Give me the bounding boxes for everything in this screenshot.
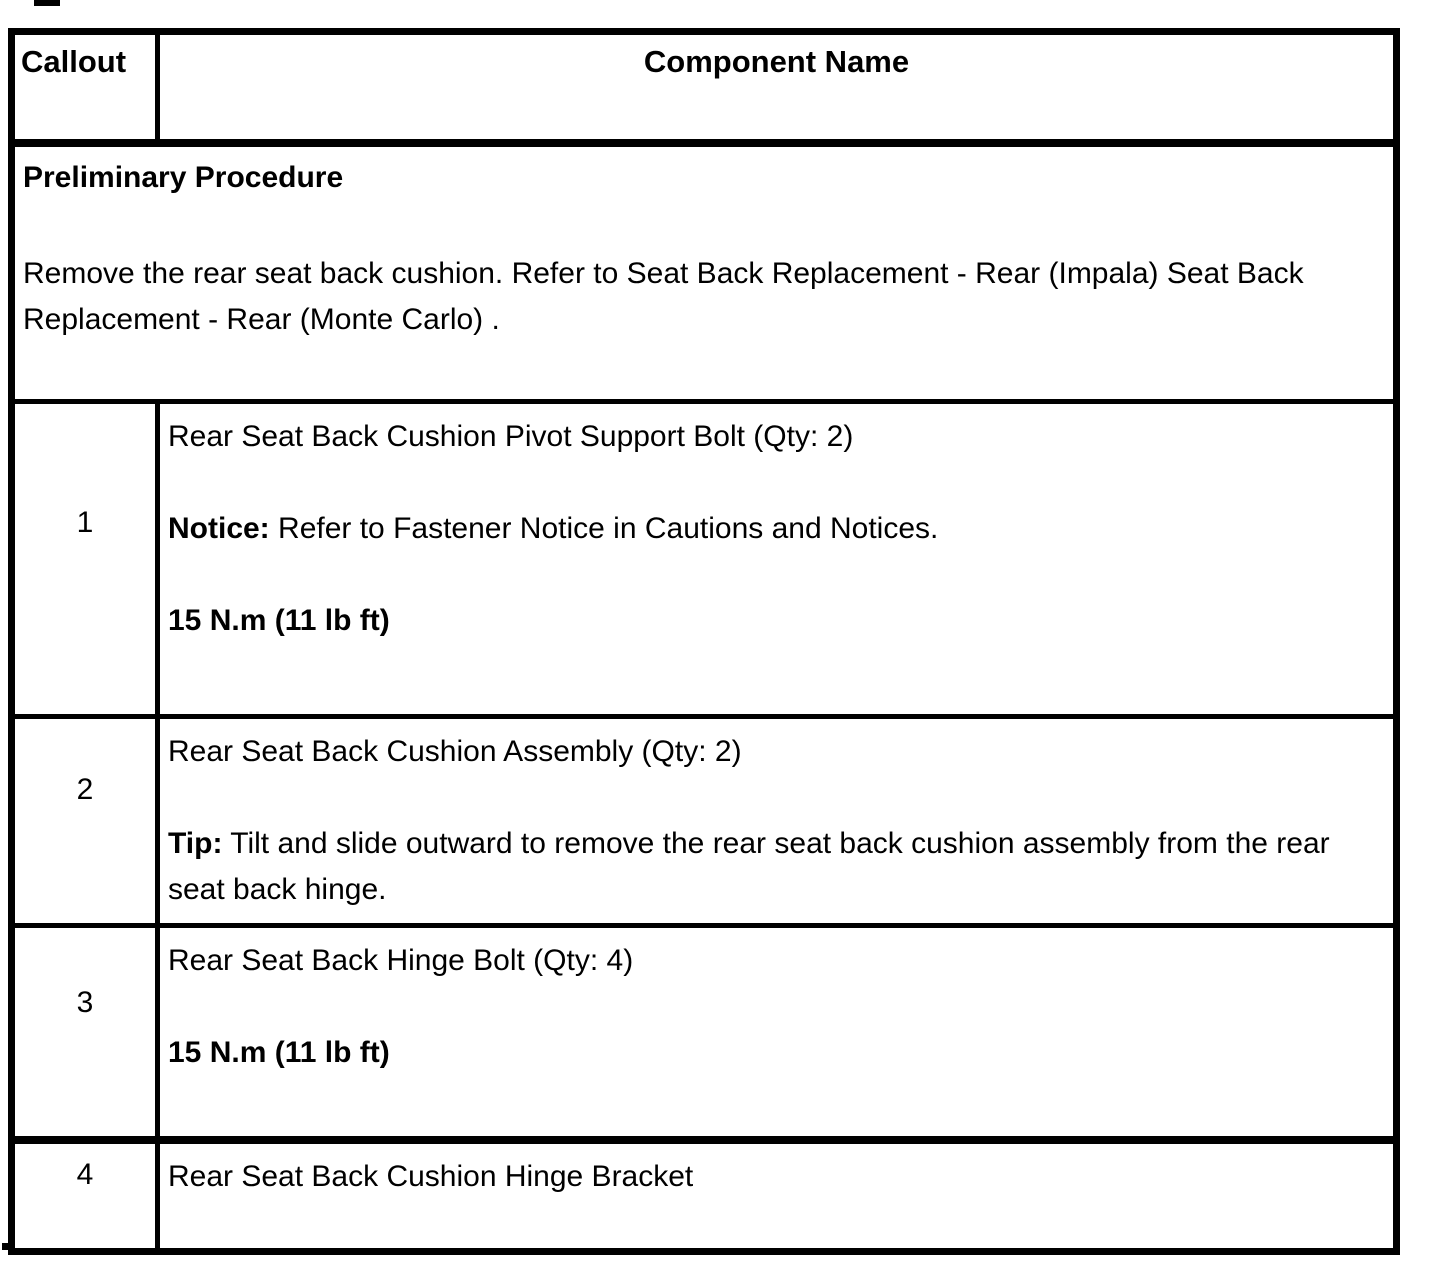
callout-number-label: 1: [76, 506, 94, 539]
callout-number-label: 4: [76, 1157, 94, 1191]
preliminary-procedure-body: Remove the rear seat back cushion. Refer…: [23, 256, 1304, 336]
callout-number: 2: [9, 714, 160, 928]
torque-spec: 15 N.m (11 lb ft): [168, 604, 390, 637]
tip-text: Tilt and slide outward to remove the rea…: [168, 827, 1330, 906]
table-row: 3 Rear Seat Back Hinge Bolt (Qty: 4) 15 …: [9, 923, 1399, 1144]
component-name: Rear Seat Back Hinge Bolt (Qty: 4): [168, 944, 634, 977]
callout-header-label: Callout: [21, 44, 127, 79]
component-callout-table: Callout Component Name Preliminary Proce…: [8, 28, 1400, 1255]
notice-paragraph: Notice: Refer to Fastener Notice in Caut…: [168, 506, 1389, 552]
notice-label: Notice:: [168, 512, 270, 545]
component-name: Rear Seat Back Cushion Assembly (Qty: 2): [168, 735, 742, 768]
component-cell: Rear Seat Back Cushion Pivot Support Bol…: [155, 399, 1399, 719]
callout-number-label: 2: [76, 773, 94, 806]
callout-number: 1: [9, 399, 160, 719]
component-name-header-cell: Component Name: [155, 29, 1399, 147]
component-cell: Rear Seat Back Hinge Bolt (Qty: 4) 15 N.…: [155, 923, 1399, 1144]
tip-label: Tip:: [168, 827, 223, 860]
callout-header-cell: Callout: [9, 29, 160, 147]
preliminary-procedure-cell: Preliminary Procedure Remove the rear se…: [9, 140, 1399, 404]
torque-spec: 15 N.m (11 lb ft): [168, 1036, 390, 1069]
component-cell: Rear Seat Back Cushion Hinge Bracket: [155, 1137, 1399, 1254]
preliminary-procedure-row: Preliminary Procedure Remove the rear se…: [9, 140, 1399, 404]
table-row: 1 Rear Seat Back Cushion Pivot Support B…: [9, 399, 1399, 719]
notice-text: Refer to Fastener Notice in Cautions and…: [278, 512, 939, 545]
callout-number: 4: [9, 1137, 160, 1254]
component-cell: Rear Seat Back Cushion Assembly (Qty: 2)…: [155, 714, 1399, 928]
component-name-header-label: Component Name: [643, 44, 910, 79]
preliminary-procedure-title: Preliminary Procedure: [23, 160, 344, 194]
table-row: 2 Rear Seat Back Cushion Assembly (Qty: …: [9, 714, 1399, 928]
callout-number: 3: [9, 923, 160, 1144]
table-row: 4 Rear Seat Back Cushion Hinge Bracket: [9, 1137, 1399, 1254]
table-header-row: Callout Component Name: [9, 29, 1399, 147]
component-name: Rear Seat Back Cushion Pivot Support Bol…: [168, 420, 854, 453]
component-name: Rear Seat Back Cushion Hinge Bracket: [168, 1159, 694, 1193]
callout-number-label: 3: [76, 986, 94, 1019]
scan-artifact: [34, 0, 60, 6]
tip-paragraph: Tip: Tilt and slide outward to remove th…: [168, 821, 1389, 913]
